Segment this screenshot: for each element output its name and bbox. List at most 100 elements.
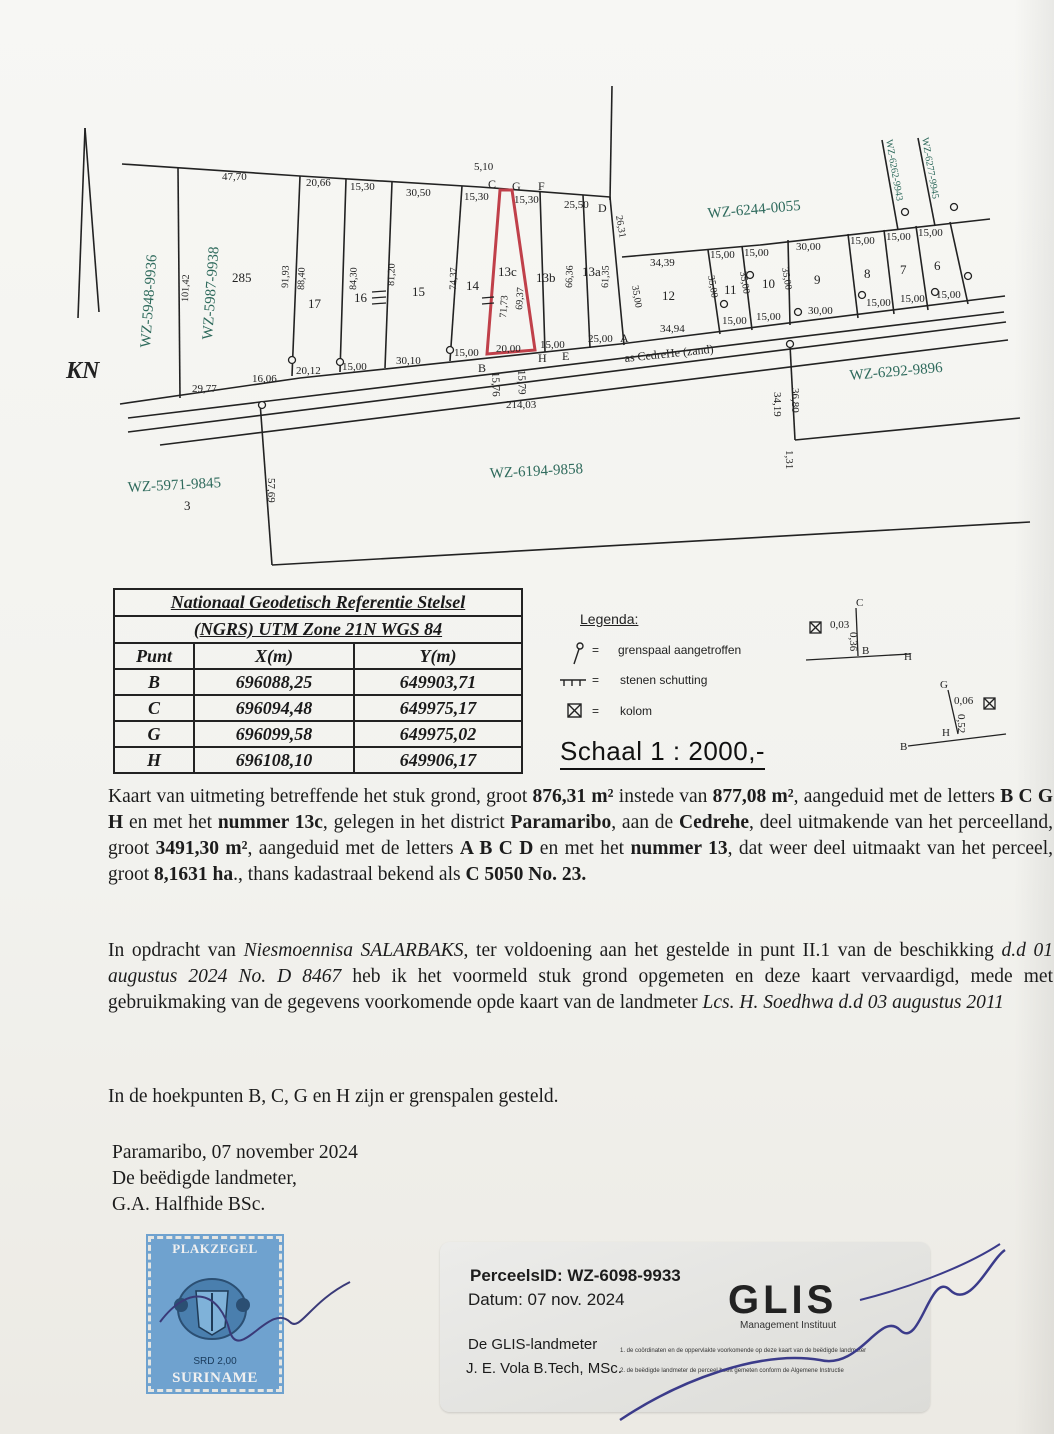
- table-row: H 696108,10 649906,17: [113, 746, 523, 774]
- svg-text:15,00: 15,00: [900, 293, 925, 305]
- svg-text:B: B: [862, 645, 869, 657]
- svg-text:1,31: 1,31: [783, 450, 795, 469]
- svg-text:30,50: 30,50: [406, 187, 431, 199]
- road-line-3: [159, 339, 1009, 446]
- svg-text:30,00: 30,00: [808, 305, 833, 317]
- paper-fold-shadow: [1014, 0, 1054, 1434]
- svg-text:66,36: 66,36: [564, 265, 576, 288]
- perceels-id: PerceelsID: WZ-6098-9933: [470, 1266, 681, 1285]
- legend-kolom: kolom: [620, 704, 653, 718]
- svg-text:20,12: 20,12: [296, 365, 321, 377]
- svg-text:29,77: 29,77: [192, 383, 217, 395]
- svg-text:0,06: 0,06: [954, 695, 974, 707]
- svg-text:15,00: 15,00: [850, 235, 875, 247]
- coord-table-title-2: (NGRS) UTM Zone 21N WGS 84: [113, 615, 523, 644]
- south-boundary: [271, 521, 1031, 566]
- paragraph-commission: In opdracht van Niesmoennisa SALARBAKS, …: [108, 940, 1054, 1013]
- svg-text:71,73: 71,73: [498, 295, 511, 318]
- parcel-sw-number: 3: [184, 498, 191, 513]
- glis-note-1: 1. de coördinaten en de oppervlakte voor…: [620, 1348, 867, 1354]
- surveyor-name: G.A. Halfhide BSc.: [112, 1194, 266, 1215]
- surveyor-role: De beëdigde landmeter,: [112, 1168, 297, 1189]
- svg-text:61,35: 61,35: [600, 265, 612, 288]
- svg-text:30,00: 30,00: [796, 241, 821, 253]
- point-a: A: [620, 331, 629, 345]
- lot-6: 6: [934, 258, 941, 273]
- parcel-label-west-2: WZ-5987-9938: [200, 246, 222, 340]
- place-date: Paramaribo, 07 november 2024: [112, 1142, 358, 1163]
- signature-block: Paramaribo, 07 november 2024 De beëdigde…: [112, 1140, 358, 1218]
- lot-14: 14: [466, 278, 480, 293]
- svg-text:15,79: 15,79: [515, 370, 528, 396]
- svg-text:0,03: 0,03: [830, 619, 850, 631]
- top-boundary: [121, 163, 611, 198]
- point-g: G: [512, 179, 521, 193]
- table-row: C 696094,48 649975,17: [113, 694, 523, 722]
- svg-text:G: G: [940, 679, 948, 691]
- table-row: B 696088,25 649903,71: [113, 668, 523, 696]
- svg-text:57,69: 57,69: [265, 478, 277, 503]
- glis-verification-label: PerceelsID: WZ-6098-9933 Datum: 07 nov. …: [440, 1242, 930, 1412]
- vertical-boundary-d: [609, 85, 613, 201]
- parcel-label-west-1: WZ-5948-9936: [138, 254, 161, 349]
- legend-grenspaal: grenspaal aangetroffen: [618, 643, 742, 657]
- svg-text:214,03: 214,03: [506, 399, 537, 411]
- parcel-label-sw: WZ-5971-9845: [127, 475, 221, 496]
- svg-text:15,76: 15,76: [489, 372, 502, 398]
- lot-7: 7: [900, 262, 907, 277]
- svg-text:15,30: 15,30: [350, 181, 375, 193]
- svg-text:81,20: 81,20: [386, 263, 398, 286]
- upper-right-boundary: [621, 218, 991, 258]
- svg-text:B: B: [900, 741, 907, 753]
- point-f: F: [538, 179, 545, 193]
- svg-text:5,10: 5,10: [474, 161, 494, 173]
- svg-text:15,00: 15,00: [454, 347, 479, 359]
- road-line-1: [127, 311, 1005, 419]
- svg-text:15,00: 15,00: [540, 339, 565, 351]
- svg-text:20,66: 20,66: [306, 177, 331, 189]
- glis-logo-sub: Management Instituut: [740, 1320, 837, 1331]
- svg-text:16,06: 16,06: [252, 373, 277, 385]
- coord-header-y: Y(m): [353, 642, 523, 670]
- north-arrow-line: [84, 127, 100, 313]
- lot-13b: 13b: [536, 270, 556, 285]
- legend-symbols: [560, 642, 586, 718]
- svg-text:15,30: 15,30: [464, 191, 489, 203]
- svg-text:H: H: [904, 651, 912, 663]
- lot-9: 9: [814, 272, 821, 287]
- north-label: KN: [65, 358, 101, 384]
- road-line-2: [127, 321, 1007, 433]
- svg-text:C: C: [856, 597, 863, 609]
- svg-text:25,00: 25,00: [588, 333, 613, 345]
- parcel-label-south: WZ-6194-9858: [489, 461, 583, 482]
- svg-text:91,93: 91,93: [280, 265, 292, 288]
- lot-8: 8: [864, 266, 871, 281]
- parcel-13c-outline: [485, 188, 537, 356]
- svg-text:15,00: 15,00: [722, 315, 747, 327]
- detail-sketch-c-b: C 0,03 0,36 B H: [805, 597, 912, 663]
- lower-parcel-boundary: [119, 295, 1006, 405]
- lot-11: 11: [724, 282, 737, 297]
- paragraph-boundary-posts: In de hoekpunten B, C, G en H zijn er gr…: [108, 1086, 559, 1107]
- glis-note-2: 2. de beëdigde landmeter de perceel heef…: [620, 1368, 844, 1374]
- parcel-label-ne-v1: WZ-6262-9943: [883, 139, 905, 202]
- svg-text:35,00: 35,00: [737, 271, 752, 295]
- point-c: C: [488, 177, 496, 191]
- svg-text:34,39: 34,39: [650, 257, 675, 269]
- svg-text:0,36: 0,36: [847, 632, 859, 652]
- svg-text:74,37: 74,37: [448, 267, 460, 290]
- svg-text:26,31: 26,31: [613, 215, 628, 239]
- coordinate-table: Nationaal Geodetisch Referentie Stelsel …: [113, 588, 523, 774]
- svg-text:15,00: 15,00: [342, 361, 367, 373]
- lot-13a: 13a: [582, 264, 601, 279]
- svg-text:35,00: 35,00: [705, 275, 720, 299]
- road-label: as CedreHe (zand): [624, 342, 714, 365]
- svg-text:30,10: 30,10: [396, 355, 421, 367]
- svg-text:15,00: 15,00: [756, 311, 781, 323]
- glis-role: De GLIS-landmeter: [468, 1336, 598, 1353]
- parcel-label-ne-v2: WZ-6277-9945: [919, 137, 941, 200]
- svg-text:88,40: 88,40: [296, 267, 308, 290]
- table-row: G 696099,58 649975,02: [113, 720, 523, 748]
- glis-name: J. E. Vola B.Tech, MSc.: [466, 1360, 622, 1377]
